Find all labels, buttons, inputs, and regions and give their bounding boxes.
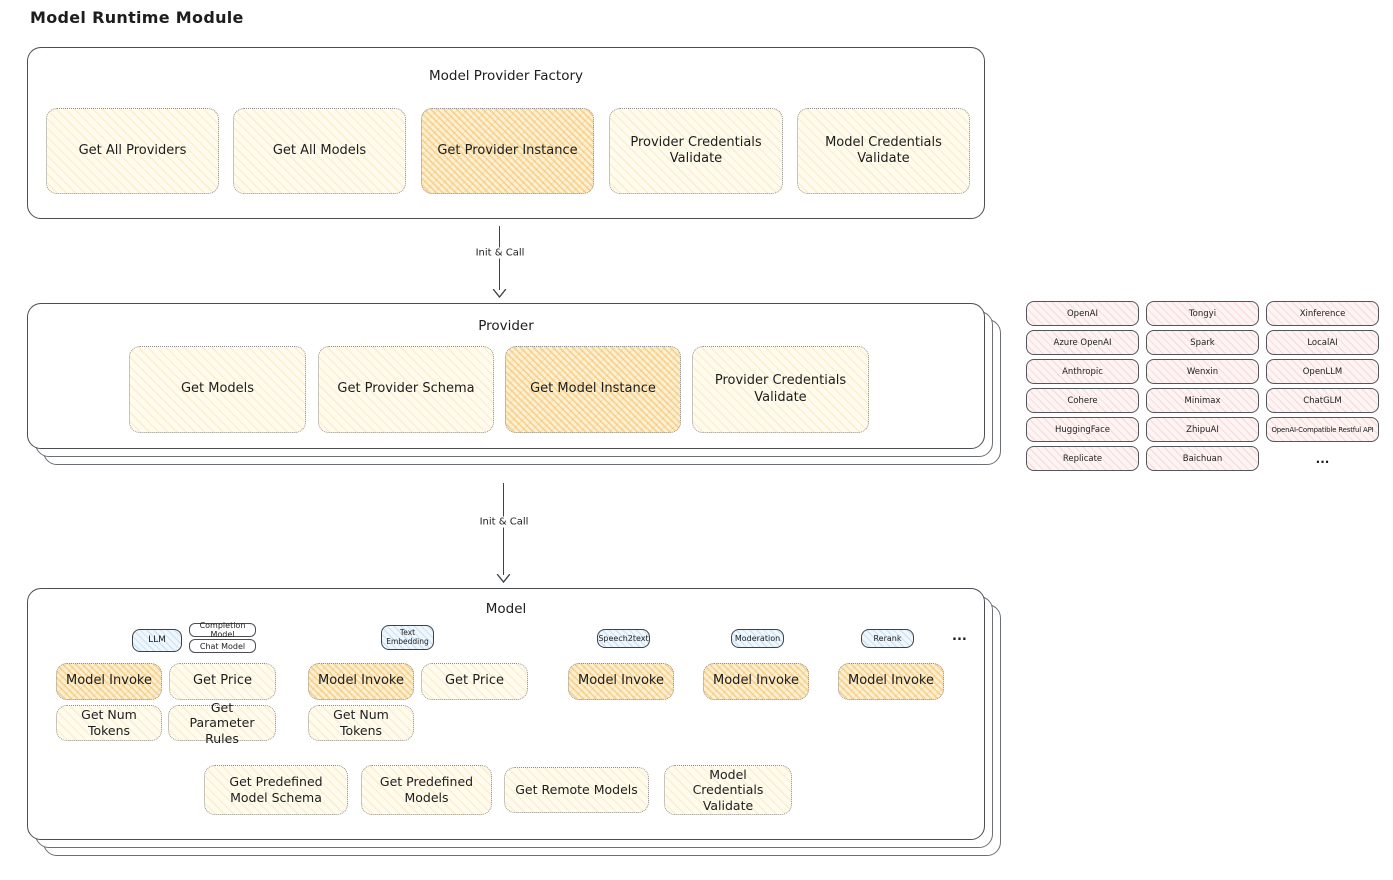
provider-chip-wenxin: Wenxin [1146,359,1259,384]
model-title: Model [485,601,527,617]
factory-title: Model Provider Factory [428,68,583,84]
provider-chip-spark: Spark [1146,330,1259,355]
provider-chip-huggingface: HuggingFace [1026,417,1139,442]
embedding-model-invoke: Model Invoke [308,663,414,700]
provider-chip-xinference: Xinference [1266,301,1379,326]
badge-moderation: Moderation [731,629,784,648]
badge-speech2text: Speech2text [597,629,650,648]
provider-chip-baichuan: Baichuan [1146,446,1259,471]
factory-get-all-providers: Get All Providers [46,108,219,194]
embedding-get-price: Get Price [421,663,528,700]
provider-chip-openai: OpenAI [1026,301,1139,326]
arrow-down-icon [496,573,511,584]
get-remote-models: Get Remote Models [504,767,649,813]
provider-chip-openai-compatible-restful-api: OpenAI-Compatible Restful API [1266,417,1379,442]
model-more-ellipsis: ... [952,629,967,644]
provider-chip-replicate: Replicate [1026,446,1139,471]
moderation-model-invoke: Model Invoke [703,663,809,700]
arrow-label: Init & Call [469,247,531,259]
provider-chip-localai: LocalAI [1266,330,1379,355]
provider-credentials-validate: Provider Credentials Validate [692,346,869,433]
llm-model-invoke: Model Invoke [56,663,162,700]
provider-get-provider-schema: Get Provider Schema [318,346,494,433]
provider-chip-tongyi: Tongyi [1146,301,1259,326]
badge-chat-model: Chat Model [189,639,256,653]
llm-get-parameter-rules: Get Parameter Rules [168,700,276,746]
provider-chip-zhipuai: ZhipuAI [1146,417,1259,442]
badge-llm: LLM [132,629,182,652]
badge-rerank: Rerank [861,629,914,648]
model-box: Model LLM Completion Model Chat Model Te… [27,588,985,840]
provider-chip-anthropic: Anthropic [1026,359,1139,384]
speech2text-model-invoke: Model Invoke [568,663,674,700]
provider-chip-azure-openai: Azure OpenAI [1026,330,1139,355]
init-call-arrow-provider-to-model: Init & Call [473,483,535,584]
factory-get-provider-instance: Get Provider Instance [421,108,594,194]
factory-provider-credentials-validate: Provider Credentials Validate [609,108,783,194]
get-predefined-models: Get Predefined Models [361,765,492,815]
rerank-model-invoke: Model Invoke [838,663,944,700]
provider-chip-cohere: Cohere [1026,388,1139,413]
page-title: Model Runtime Module [30,8,244,27]
init-call-arrow-factory-to-provider: Init & Call [469,226,531,299]
factory-get-all-models: Get All Models [233,108,406,194]
embedding-get-num-tokens: Get Num Tokens [308,705,414,741]
provider-chip-openllm: OpenLLM [1266,359,1379,384]
model-provider-factory-box: Model Provider Factory Get All Providers… [27,47,985,219]
arrow-label: Init & Call [473,516,535,528]
provider-chip-chatglm: ChatGLM [1266,388,1379,413]
badge-completion-model: Completion Model [189,621,256,639]
provider-get-models: Get Models [129,346,306,433]
providers-grid: OpenAI Tongyi Xinference Azure OpenAI Sp… [1026,301,1379,471]
llm-get-price: Get Price [169,663,276,700]
provider-title: Provider [478,318,534,334]
factory-model-credentials-validate: Model Credentials Validate [797,108,970,194]
providers-more-ellipsis: ... [1315,451,1330,466]
badge-text-embedding: Text Embedding [381,625,434,650]
provider-chip-minimax: Minimax [1146,388,1259,413]
arrow-down-icon [492,288,507,299]
model-credentials-validate: Model Credentials Validate [664,765,792,815]
provider-get-model-instance: Get Model Instance [505,346,681,433]
llm-get-num-tokens: Get Num Tokens [56,705,162,741]
get-predefined-model-schema: Get Predefined Model Schema [204,765,348,815]
provider-box: Provider Get Models Get Provider Schema … [27,303,985,449]
